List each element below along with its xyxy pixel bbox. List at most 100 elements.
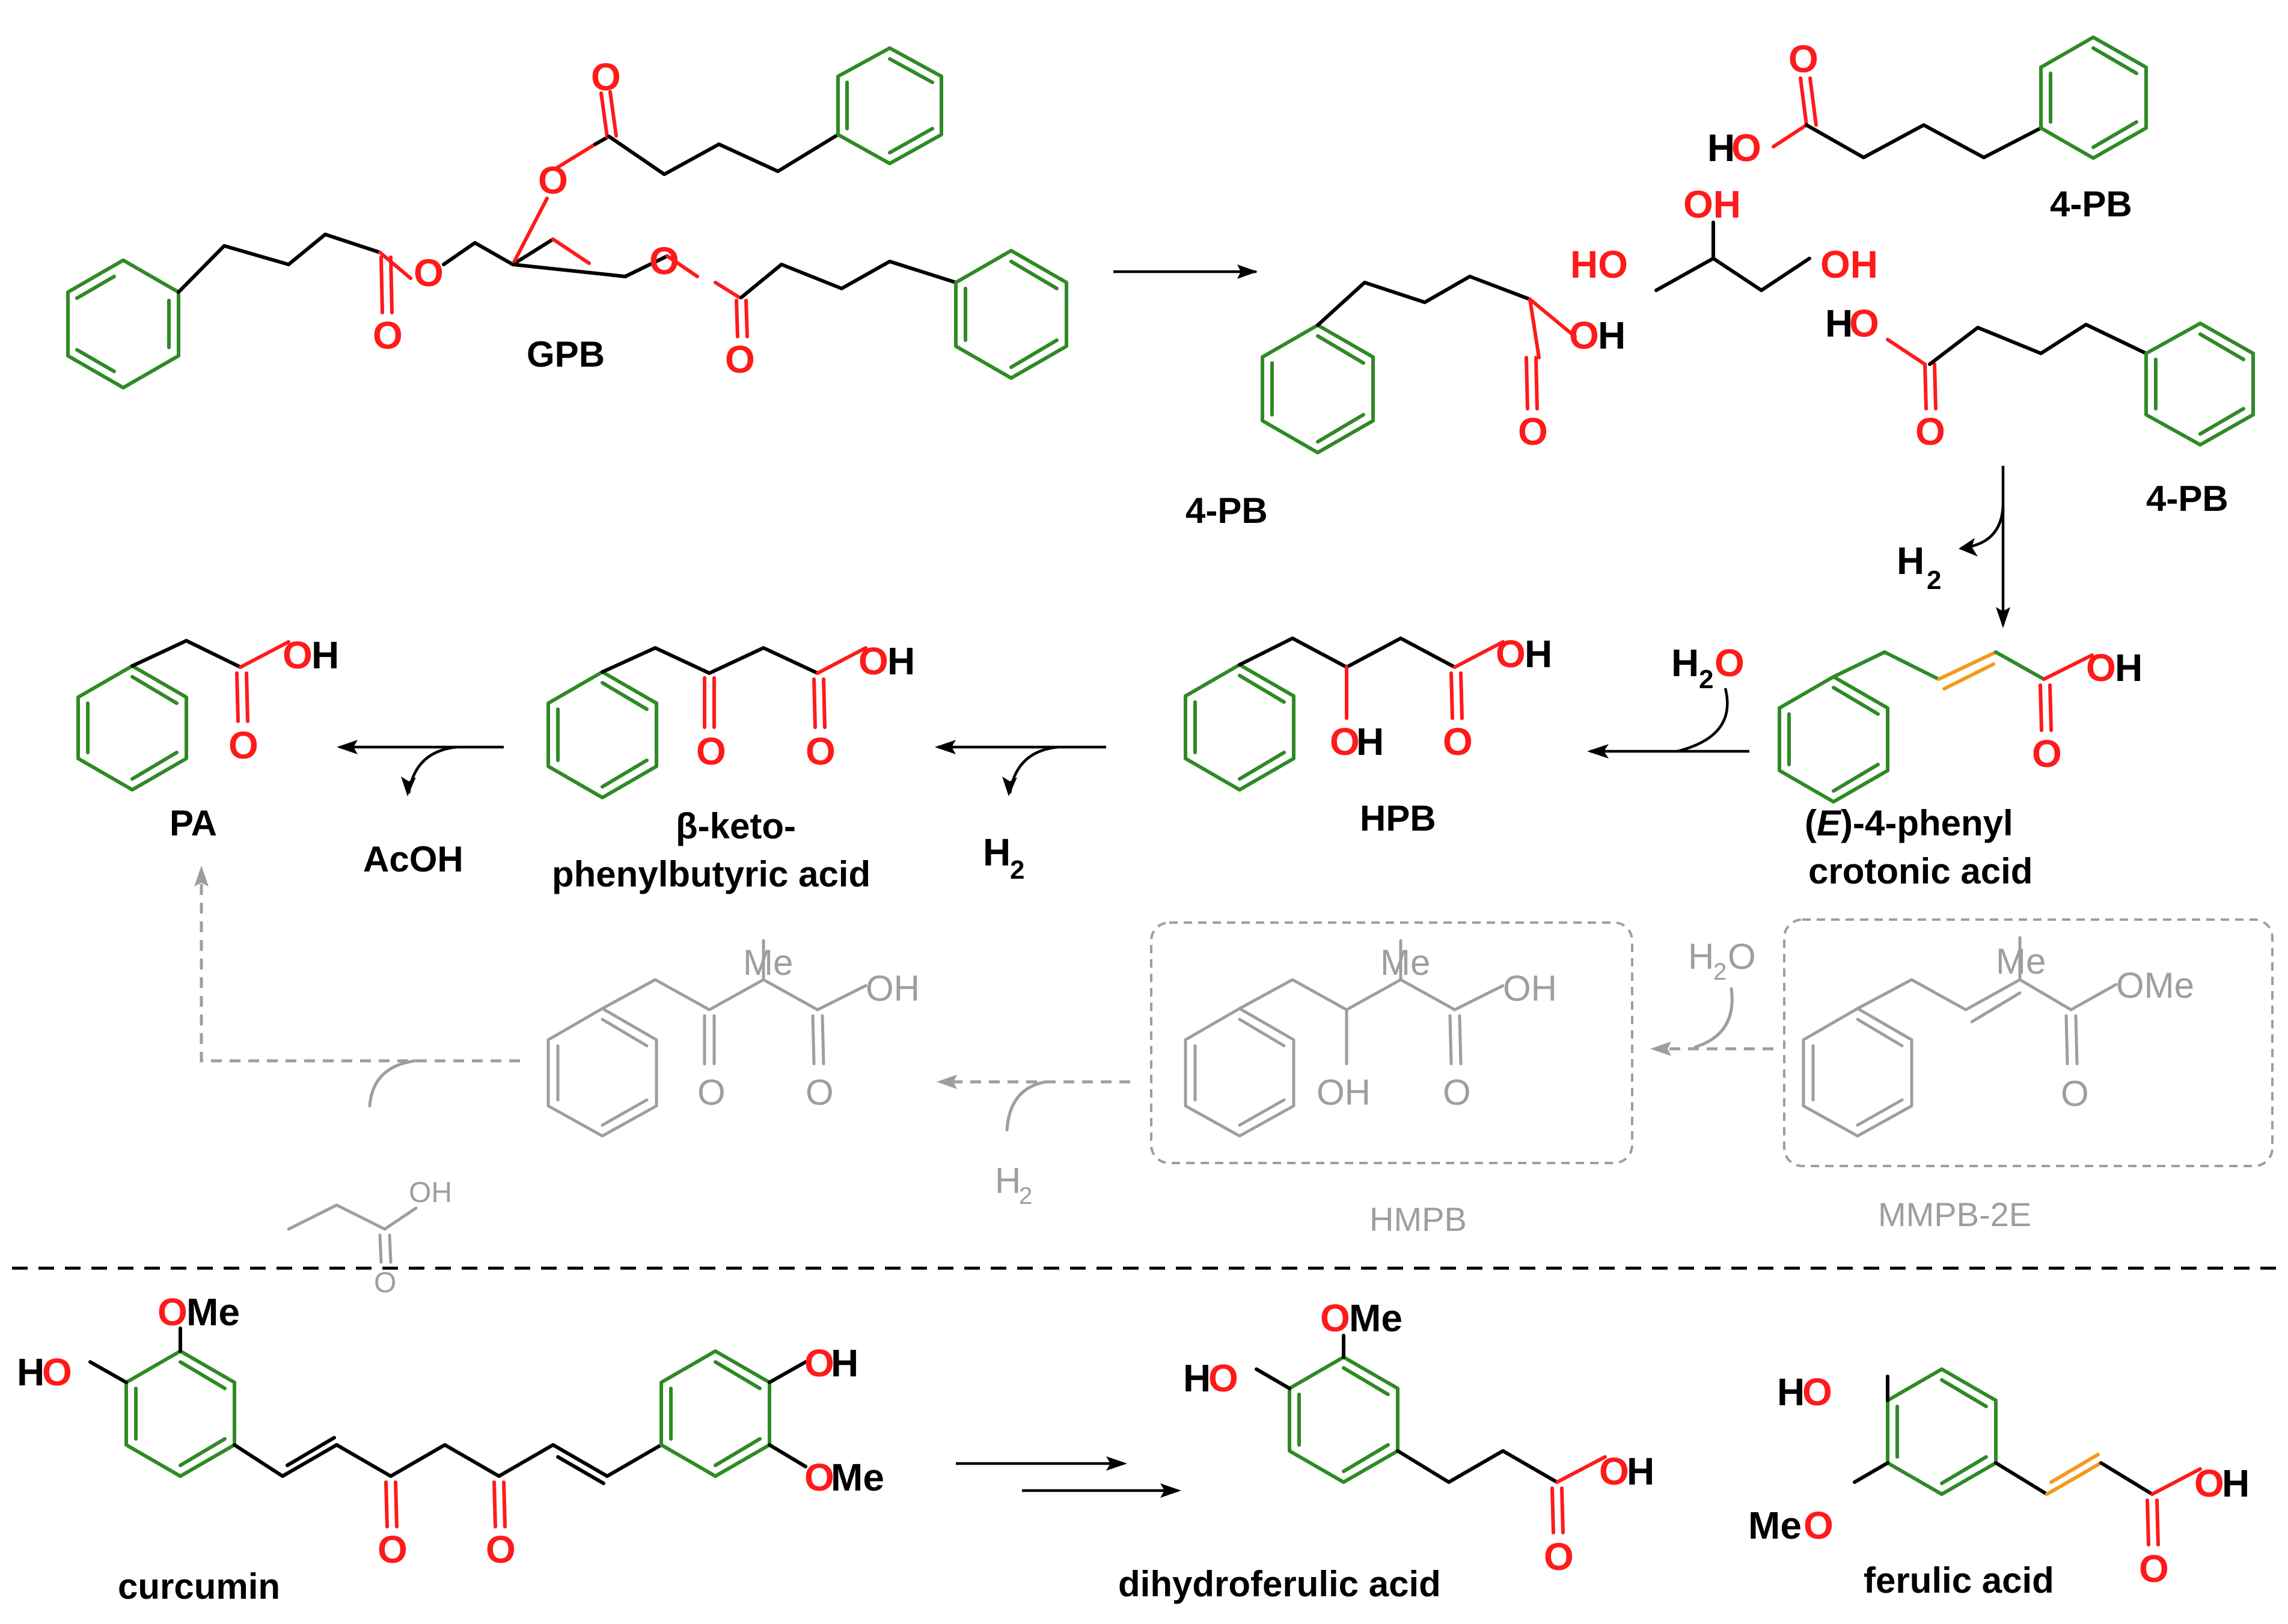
svg-text:O: O — [806, 1072, 834, 1113]
hpb-structure: O H O H O HPB — [1184, 632, 1552, 838]
glycerol-structure: HO OH OH — [1570, 183, 1878, 292]
gpb-structure: O O O O O O GPB — [66, 46, 1068, 389]
svg-text:Me: Me — [831, 1456, 884, 1499]
svg-text:O: O — [2032, 732, 2062, 775]
pa-structure: O H O PA — [76, 633, 339, 843]
svg-text:O: O — [1208, 1357, 1238, 1400]
svg-text:O: O — [804, 1342, 834, 1385]
svg-text:OH: OH — [1820, 243, 1878, 286]
svg-text:O: O — [283, 633, 313, 677]
svg-text:O: O — [1731, 126, 1761, 169]
svg-text:O: O — [725, 338, 755, 381]
svg-text:H: H — [311, 633, 339, 677]
svg-text:O: O — [2194, 1462, 2224, 1505]
hmpb-label: HMPB — [1369, 1200, 1467, 1238]
svg-text:2: 2 — [1713, 959, 1727, 985]
svg-text:Me: Me — [186, 1290, 240, 1334]
svg-text:O: O — [2086, 646, 2116, 689]
svg-text:O: O — [2061, 1073, 2089, 1114]
ferulic-structure: H O Me O O H O ferulic acid — [1748, 1367, 2250, 1601]
keto-label-2: phenylbutyric acid — [552, 854, 870, 894]
svg-text:O: O — [804, 1456, 834, 1499]
svg-text:O: O — [42, 1351, 72, 1394]
svg-text:O: O — [538, 159, 568, 202]
svg-text:OH: OH — [866, 968, 920, 1009]
beta-keto-ring — [546, 670, 658, 799]
crotonic-acid-structure: O H O (E)-4-phenyl crotonic acid — [1778, 646, 2143, 891]
pb-label-right: 4-PB — [2146, 478, 2228, 519]
svg-text:O: O — [158, 1290, 188, 1334]
svg-text:O: O — [374, 1267, 396, 1299]
gpb-ring-top — [836, 46, 943, 165]
svg-text:O: O — [697, 1072, 726, 1113]
curcumin-ring-right — [659, 1349, 771, 1478]
svg-text:Me: Me — [1349, 1296, 1402, 1340]
svg-text:O: O — [858, 640, 889, 683]
gpb-label: GPB — [527, 334, 605, 374]
crotonic-label-2: crotonic acid — [1808, 851, 2033, 891]
svg-text:OMe: OMe — [2116, 965, 2194, 1006]
svg-text:O: O — [414, 251, 444, 295]
grey-keto-structure: Me OH O O — [546, 939, 920, 1138]
ferulic-ring — [1886, 1367, 1998, 1496]
gpb-ring-right — [954, 249, 1068, 380]
svg-text:O: O — [1599, 1450, 1629, 1493]
mmpb-label: MMPB-2E — [1878, 1195, 2031, 1233]
svg-text:H: H — [2115, 646, 2143, 689]
arrow-hydration: H 2 O — [1587, 641, 1749, 759]
svg-text:Me: Me — [1748, 1504, 1802, 1547]
svg-text:2: 2 — [1927, 566, 1941, 595]
svg-text:H: H — [995, 1161, 1021, 1201]
arrow-grey-hydration: H 2 O — [1650, 936, 1773, 1056]
hmpb-box — [1150, 921, 1633, 1164]
pb-ring-middle — [1261, 323, 1375, 454]
svg-text:H: H — [983, 831, 1011, 874]
hmpb-structure: Me OH OH O HMPB — [1150, 921, 1633, 1238]
ferulic-label: ferulic acid — [1864, 1560, 2054, 1601]
pb-structure-top: H O O 4-PB — [1707, 35, 2148, 224]
svg-text:H: H — [831, 1342, 858, 1385]
svg-text:H: H — [1183, 1357, 1211, 1400]
svg-text:O: O — [1803, 1504, 1834, 1547]
curcumin-label: curcumin — [118, 1566, 280, 1607]
svg-text:H: H — [1671, 641, 1699, 685]
svg-text:H: H — [1688, 936, 1714, 977]
pb-ring-top — [2039, 35, 2148, 160]
curcumin-ring-left — [124, 1349, 236, 1478]
svg-text:O: O — [373, 314, 403, 357]
svg-text:O: O — [228, 724, 258, 767]
svg-text:H: H — [1598, 314, 1626, 357]
pb-structure-right: H O O 4-PB — [1825, 302, 2255, 519]
svg-text:H: H — [887, 640, 915, 683]
h2-label-dehydrogenation: H — [1897, 539, 1924, 582]
arrow-grey-oxidation: H 2 — [937, 1075, 1130, 1209]
arrow-curcumin-metabolism — [956, 1456, 1181, 1498]
svg-text:O: O — [1544, 1535, 1574, 1578]
dihydroferulic-structure: H O O Me O H O dihydroferulic acid — [1118, 1296, 1654, 1604]
svg-text:O: O — [1443, 720, 1473, 763]
svg-text:O: O — [806, 730, 836, 773]
svg-text:H: H — [1777, 1370, 1805, 1414]
svg-text:O: O — [1496, 632, 1526, 676]
mmpb-2e-structure: Me OMe O MMPB-2E — [1783, 918, 2274, 1233]
crotonic-label-1: (E)-4-phenyl — [1805, 803, 2013, 843]
arrow-dehydrogenation: H 2 — [1897, 466, 2010, 628]
gpb-ring-left — [66, 258, 180, 389]
pb-structure-middle: O H O 4-PB — [1185, 275, 1626, 531]
keto-label-1: β-keto- — [676, 806, 796, 846]
svg-text:O: O — [696, 730, 726, 773]
arrow-oxidation: H 2 — [935, 740, 1106, 885]
svg-text:H: H — [1707, 126, 1735, 169]
svg-text:O: O — [1330, 720, 1360, 763]
svg-text:H: H — [1356, 720, 1384, 763]
svg-text:O: O — [1518, 410, 1548, 453]
svg-text:O: O — [486, 1528, 516, 1571]
arrow-grey-to-pa: OH O — [194, 865, 520, 1299]
svg-text:O: O — [1443, 1072, 1471, 1113]
svg-text:2: 2 — [1010, 855, 1024, 885]
svg-text:O: O — [1788, 37, 1818, 81]
hpb-label: HPB — [1360, 798, 1436, 838]
pb-label-middle: 4-PB — [1185, 490, 1268, 531]
arrow-decarboxylation: AcOH — [337, 740, 504, 879]
